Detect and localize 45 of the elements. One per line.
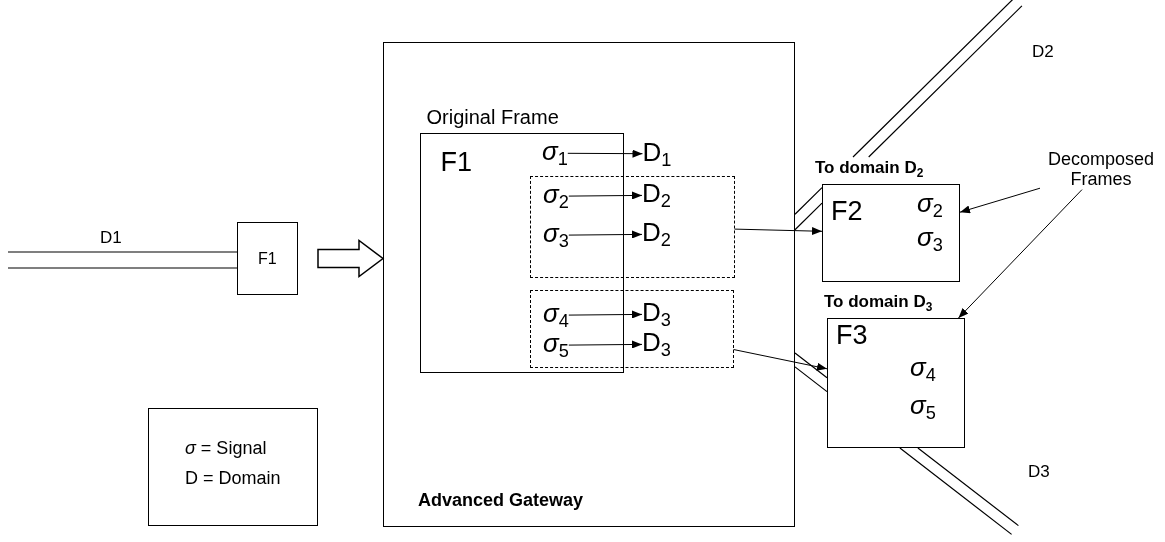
box-heading: To domain D$_{3}$: [824, 293, 933, 314]
bus-line: [852, 0, 1023, 158]
domain-label: D$_{2}$: [642, 179, 671, 212]
block-arrow: [317, 239, 385, 278]
frame-label: F3: [836, 321, 868, 351]
arrow: [734, 227, 823, 236]
frame-label: F1: [440, 147, 472, 178]
signal-label: σ$_{5}$: [543, 329, 569, 362]
domain-label: D$_{1}$: [642, 137, 672, 170]
arrow: [568, 230, 643, 239]
signal-label: σ$_{5}$: [910, 391, 936, 424]
arrow: [733, 349, 828, 371]
signal-label: σ$_{4}$: [543, 299, 569, 332]
signal-label: σ$_{3}$: [543, 219, 569, 252]
key-entry: D = Domain: [185, 469, 281, 489]
bus-line: [794, 187, 823, 231]
domain-label: D$_{3}$: [642, 298, 671, 331]
signal-label: σ$_{1}$: [542, 137, 568, 170]
signal-label: σ$_{2}$: [917, 189, 943, 222]
gateway-box: [383, 42, 795, 527]
arrow: [568, 191, 643, 200]
bus-line: [899, 447, 1019, 535]
arrow: [567, 149, 643, 158]
callout-text: Decomposed Frames: [1040, 150, 1162, 190]
key-box: [148, 408, 318, 526]
frame-heading: Original Frame: [426, 105, 559, 128]
frame-label: F2: [831, 197, 863, 227]
arrow: [568, 310, 643, 319]
domain-label: D$_{3}$: [642, 328, 671, 361]
arrow: [568, 340, 643, 349]
frame-label: F1: [258, 250, 277, 268]
signal-label: σ$_{2}$: [543, 180, 569, 213]
signal-label: σ$_{4}$: [910, 353, 936, 386]
signal-label: σ$_{3}$: [917, 223, 943, 256]
key-entry: σ = Signal: [185, 439, 267, 459]
domain-label: D$_{2}$: [642, 218, 671, 251]
dashed-group-box: [529, 289, 734, 368]
box-title: Advanced Gateway: [418, 491, 584, 511]
bus-line: [7, 251, 238, 269]
leader-line: [958, 189, 1083, 319]
box-heading: To domain D$_{2}$: [815, 159, 924, 180]
dashed-group-box: [529, 175, 735, 278]
frame-box: [237, 222, 298, 295]
leader-line: [959, 187, 1041, 214]
bus-line: [794, 352, 828, 393]
